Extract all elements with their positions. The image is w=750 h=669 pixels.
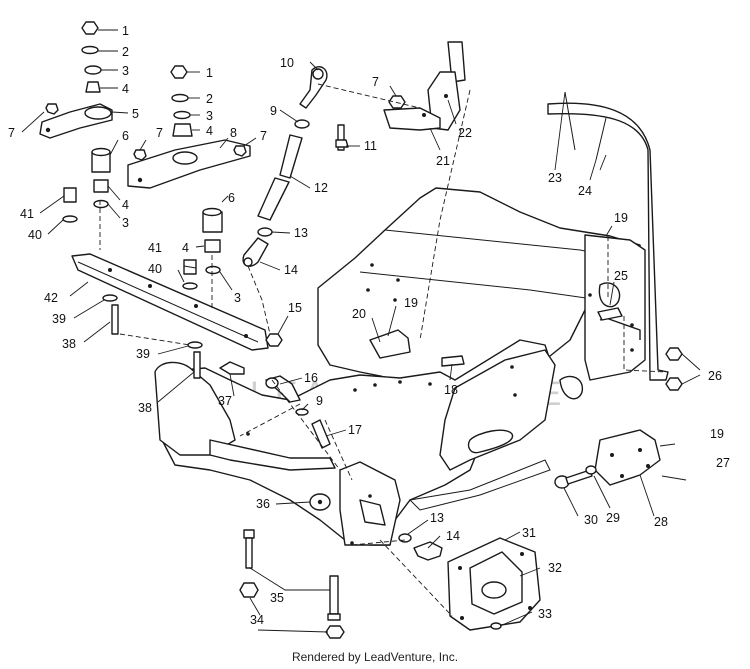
callout-21: 21 [436,154,450,168]
callout-4: 4 [182,241,189,255]
callout-34: 34 [250,613,264,627]
leader-lines [21,29,701,633]
callout-13: 13 [294,226,308,240]
callout-labels: 1 2 3 4 5 6 7 41 40 4 3 1 2 3 4 7 8 7 6 … [8,24,730,627]
callout-11: 11 [364,139,377,153]
callout-31: 31 [522,526,536,540]
callout-12: 12 [314,181,328,195]
callout-7: 7 [372,75,379,89]
callout-4: 4 [122,198,129,212]
callout-6: 6 [228,191,235,205]
callout-26: 26 [708,369,722,383]
callout-20: 20 [352,307,366,321]
callout-28: 28 [654,515,668,529]
callout-18: 18 [444,383,458,397]
callout-4: 4 [122,82,129,96]
callout-32: 32 [548,561,562,575]
callout-33: 33 [538,607,552,621]
callout-30: 30 [584,513,598,527]
hardware-group [219,307,683,561]
callout-3: 3 [122,216,129,230]
callout-7: 7 [8,126,15,140]
callout-40: 40 [28,228,42,242]
center-mount-stack [127,65,251,290]
callout-9: 9 [270,104,277,118]
callout-38: 38 [138,401,152,415]
callout-27: 27 [716,456,730,470]
adjuster-bar [71,253,269,379]
callout-19: 19 [404,296,418,310]
callout-23: 23 [548,171,562,185]
callout-3: 3 [234,291,241,305]
callout-35: 35 [270,591,284,605]
callout-38: 38 [62,337,76,351]
left-mount-stack [39,21,113,223]
steering-arm-bracket [383,41,466,131]
callout-24: 24 [578,184,592,198]
callout-19: 19 [614,211,628,225]
callout-8: 8 [230,126,237,140]
credit-text: Rendered by LeadVenture, Inc. [291,650,459,664]
callout-40: 40 [148,262,162,276]
callout-2: 2 [206,92,213,106]
callout-7: 7 [156,126,163,140]
callout-1: 1 [122,24,129,38]
callout-1: 1 [206,66,213,80]
callout-36: 36 [256,497,270,511]
callout-6: 6 [122,129,129,143]
callout-5: 5 [132,107,139,121]
callout-16: 16 [304,371,318,385]
callout-42: 42 [44,291,58,305]
callout-37: 37 [218,394,232,408]
tie-rod-assembly [242,66,349,267]
callout-4: 4 [206,124,213,138]
callout-17: 17 [348,423,362,437]
pivot-mount-plate [447,537,541,631]
callout-7: 7 [260,129,267,143]
callout-29: 29 [606,511,620,525]
callout-41: 41 [20,207,34,221]
callout-14: 14 [446,529,460,543]
callout-13: 13 [430,511,444,525]
callout-3: 3 [206,109,213,123]
callout-39: 39 [136,347,150,361]
callout-15: 15 [288,301,302,315]
callout-19: 19 [710,427,724,441]
callout-3: 3 [122,64,129,78]
callout-41: 41 [148,241,162,255]
callout-39: 39 [52,312,66,326]
callout-2: 2 [122,45,129,59]
callout-10: 10 [280,56,294,70]
callout-14: 14 [284,263,298,277]
callout-25: 25 [614,269,628,283]
callout-22: 22 [458,126,472,140]
callout-9: 9 [316,394,323,408]
